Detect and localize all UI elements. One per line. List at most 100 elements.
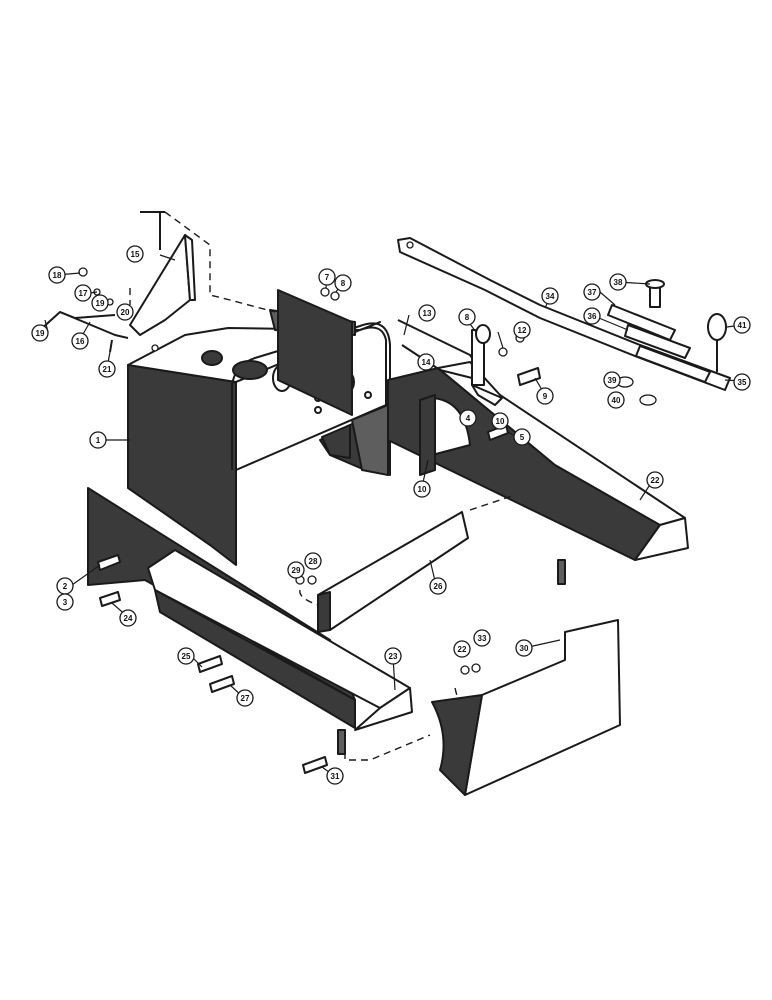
assembly-line bbox=[469, 494, 516, 511]
callout-22: 22 bbox=[453, 640, 471, 658]
callout-number: 28 bbox=[309, 557, 318, 566]
callout-circle bbox=[583, 307, 601, 325]
bolt-27 bbox=[209, 675, 235, 693]
cross-bar-end bbox=[317, 591, 331, 633]
callout-circle bbox=[56, 593, 74, 611]
callout-circle bbox=[607, 391, 625, 409]
assembly-line bbox=[299, 589, 319, 606]
callout-4: 4 bbox=[459, 409, 477, 427]
callout-number: 25 bbox=[182, 652, 191, 661]
callout-number: 29 bbox=[292, 566, 301, 575]
callout-circle bbox=[334, 274, 352, 292]
callout-26: 26 bbox=[429, 577, 447, 595]
callout-circle bbox=[413, 480, 431, 498]
callout-number: 21 bbox=[103, 365, 112, 374]
callout-number: 26 bbox=[434, 582, 443, 591]
step-plate-face bbox=[464, 619, 621, 796]
bolt-24 bbox=[99, 591, 121, 607]
callout-number: 8 bbox=[341, 279, 346, 288]
callout-14: 14 bbox=[417, 353, 435, 371]
callout-circle bbox=[583, 283, 601, 301]
callout-circle bbox=[71, 332, 89, 350]
callout-30: 30 bbox=[515, 639, 533, 657]
bolt-31 bbox=[302, 756, 328, 774]
rear-floor-plate bbox=[277, 289, 389, 476]
callout-circle bbox=[459, 409, 477, 427]
platform-bolt bbox=[337, 729, 346, 755]
nut bbox=[330, 291, 340, 301]
drawbar-hole bbox=[406, 241, 414, 249]
callout-29: 29 bbox=[287, 561, 305, 579]
callout-circle bbox=[126, 245, 144, 263]
bracket-flange bbox=[184, 234, 196, 301]
nut bbox=[307, 575, 317, 585]
gauge-opening bbox=[314, 406, 322, 414]
filler-neck bbox=[201, 350, 223, 366]
support-bracket-side bbox=[321, 424, 351, 459]
cross-bar bbox=[317, 511, 469, 633]
quadrant-bracket bbox=[419, 394, 436, 476]
hitch-nut bbox=[639, 394, 657, 406]
pivot-bolt bbox=[517, 367, 541, 386]
left-platform-edge bbox=[154, 589, 356, 729]
platform-bolt bbox=[557, 559, 566, 585]
callout-24: 24 bbox=[119, 609, 137, 627]
bolt-head bbox=[78, 267, 88, 277]
callout-circle bbox=[515, 639, 533, 657]
callout-7: 7 bbox=[318, 268, 336, 286]
callout-8: 8 bbox=[458, 308, 476, 326]
callout-25: 25 bbox=[177, 647, 195, 665]
callout-circle bbox=[536, 387, 554, 405]
callout-13: 13 bbox=[418, 304, 436, 322]
lever-eye bbox=[475, 324, 491, 344]
callout-number: 14 bbox=[422, 358, 431, 367]
callout-circle bbox=[326, 767, 344, 785]
callout-18: 18 bbox=[48, 266, 66, 284]
callout-23: 23 bbox=[384, 647, 402, 665]
callout-circle bbox=[304, 552, 322, 570]
hitch-plate-36 bbox=[624, 324, 691, 359]
callout-number: 37 bbox=[588, 288, 597, 297]
callout-circle bbox=[513, 428, 531, 446]
callout-number: 30 bbox=[520, 644, 529, 653]
callout-circle bbox=[491, 412, 509, 430]
callout-number: 12 bbox=[518, 326, 527, 335]
callout-number: 4 bbox=[466, 414, 471, 423]
callout-number: 10 bbox=[418, 485, 427, 494]
callout-circle bbox=[473, 629, 491, 647]
callout-33: 33 bbox=[473, 629, 491, 647]
callout-number: 7 bbox=[325, 273, 330, 282]
callout-number: 40 bbox=[612, 396, 621, 405]
gauge-opening bbox=[364, 391, 372, 399]
drawbar-assembly bbox=[397, 237, 731, 406]
callout-15: 15 bbox=[126, 245, 144, 263]
callout-21: 21 bbox=[98, 360, 116, 378]
callout-10: 10 bbox=[413, 480, 431, 498]
callout-circle bbox=[418, 304, 436, 322]
callout-number: 18 bbox=[53, 271, 62, 280]
lever-foot bbox=[471, 384, 503, 406]
callout-36: 36 bbox=[583, 307, 601, 325]
hitch-pin-ring bbox=[707, 313, 727, 341]
callout-28: 28 bbox=[304, 552, 322, 570]
callout-circle bbox=[74, 284, 92, 302]
callout-circle bbox=[733, 373, 751, 391]
callout-circle bbox=[603, 371, 621, 389]
washer bbox=[320, 287, 330, 297]
left-platform-end bbox=[354, 687, 413, 731]
callout-circle bbox=[31, 324, 49, 342]
callout-number: 1 bbox=[96, 436, 101, 445]
callout-number: 38 bbox=[614, 278, 623, 287]
cotter-pin bbox=[109, 339, 113, 353]
stud bbox=[151, 344, 159, 352]
callout-circle bbox=[609, 273, 627, 291]
bolt-2-3 bbox=[97, 554, 121, 571]
callout-number: 35 bbox=[738, 378, 747, 387]
assembly-line bbox=[164, 211, 276, 313]
callout-number: 8 bbox=[465, 313, 470, 322]
callout-circle bbox=[116, 303, 134, 321]
callout-number: 5 bbox=[520, 433, 525, 442]
callout-number: 10 bbox=[496, 417, 505, 426]
